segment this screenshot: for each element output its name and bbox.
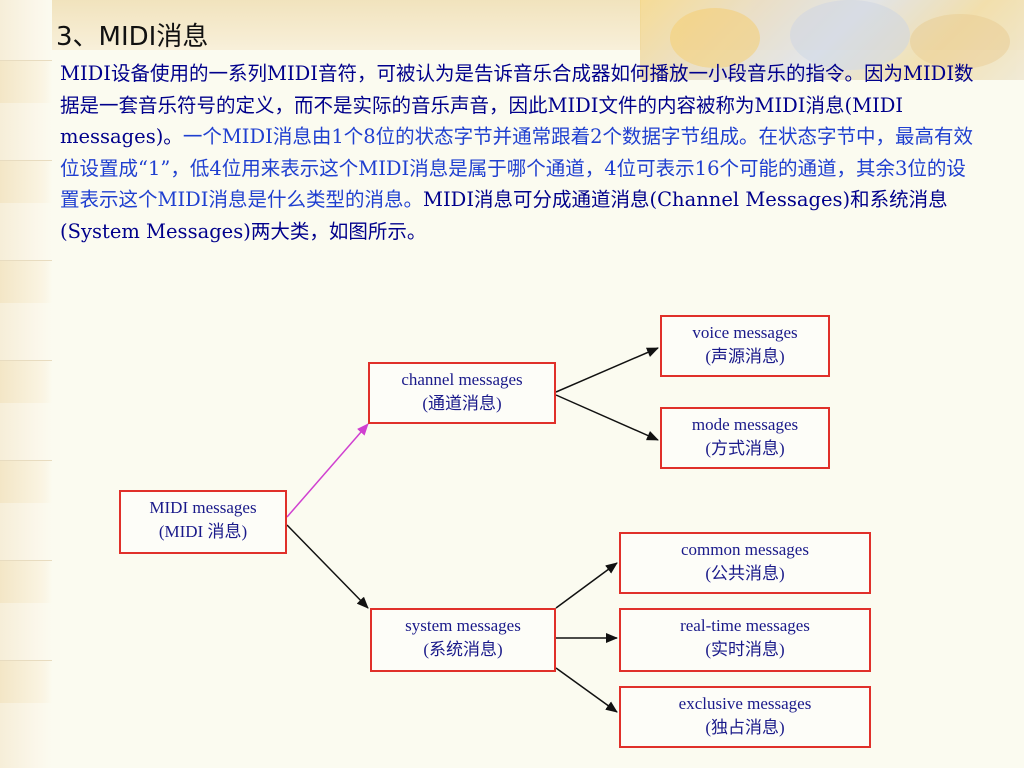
- band-tile: [200, 0, 331, 50]
- box-common-messages: common messages (公共消息): [619, 532, 871, 594]
- band-tile: [330, 0, 481, 50]
- box-label-zh: (独占消息): [705, 718, 785, 737]
- arrow-system-to-common: [555, 562, 618, 609]
- box-label-zh: (系统消息): [423, 640, 503, 659]
- box-system-messages: system messages (系统消息): [370, 608, 556, 672]
- box-label-en: mode messages: [691, 415, 799, 434]
- band-tile: [90, 0, 201, 50]
- collage-shape: [790, 0, 910, 70]
- strip-segment: [0, 60, 52, 103]
- band-tile: [480, 0, 641, 50]
- box-label-en: real-time messages: [680, 616, 810, 635]
- strip-segment: [0, 360, 52, 403]
- box-label-zh: (实时消息): [705, 640, 785, 659]
- box-label-zh: (公共消息): [705, 564, 785, 583]
- paragraph-text-categories: MIDI消息可分成通道消息(Channel Messages)和系统消息(Sys…: [60, 188, 948, 243]
- box-label-en: system messages: [405, 616, 521, 635]
- box-label-en: channel messages: [401, 370, 523, 389]
- strip-segment: [0, 660, 52, 703]
- paragraph-text-intro: MIDI设备使用的一系列MIDI音符，可被认为是告诉音乐合成器如何播放一小段音乐…: [60, 62, 974, 148]
- decorative-collage-image: [640, 0, 1024, 80]
- box-channel-messages: channel messages (通道消息): [368, 362, 556, 424]
- box-label-en: voice messages: [692, 323, 798, 342]
- box-voice-messages: voice messages (声源消息): [660, 315, 830, 377]
- box-mode-messages: mode messages (方式消息): [660, 407, 830, 469]
- box-label-zh: (方式消息): [705, 439, 785, 458]
- strip-segment: [0, 460, 52, 503]
- box-label-zh: (MIDI 消息): [158, 522, 248, 541]
- box-label-zh: (通道消息): [422, 394, 502, 413]
- body-paragraph: MIDI设备使用的一系列MIDI音符，可被认为是告诉音乐合成器如何播放一小段音乐…: [60, 58, 980, 247]
- collage-shape: [910, 14, 1010, 69]
- slide-title: 3、MIDI消息: [56, 22, 209, 52]
- strip-segment: [0, 560, 52, 603]
- collage-shape: [670, 8, 760, 68]
- box-realtime-messages: real-time messages (实时消息): [619, 608, 871, 672]
- arrow-channel-to-mode: [555, 394, 659, 441]
- arrow-root-to-channel: [286, 423, 369, 518]
- box-midi-messages: MIDI messages (MIDI 消息): [119, 490, 287, 554]
- box-label-en: common messages: [681, 540, 809, 559]
- strip-segment: [0, 260, 52, 303]
- arrow-root-to-system: [286, 524, 369, 609]
- arrow-system-to-exclusive: [555, 667, 618, 713]
- strip-segment: [0, 160, 52, 203]
- box-label-en: MIDI messages: [149, 498, 257, 517]
- box-label-zh: (声源消息): [705, 347, 785, 366]
- box-exclusive-messages: exclusive messages (独占消息): [619, 686, 871, 748]
- arrow-channel-to-voice: [555, 347, 659, 393]
- left-decorative-strip: [0, 0, 52, 768]
- box-label-en: exclusive messages: [678, 694, 812, 713]
- paragraph-text-status-byte: 一个MIDI消息由1个8位的状态字节并通常跟着2个数据字节组成。在状态字节中，最…: [60, 125, 974, 211]
